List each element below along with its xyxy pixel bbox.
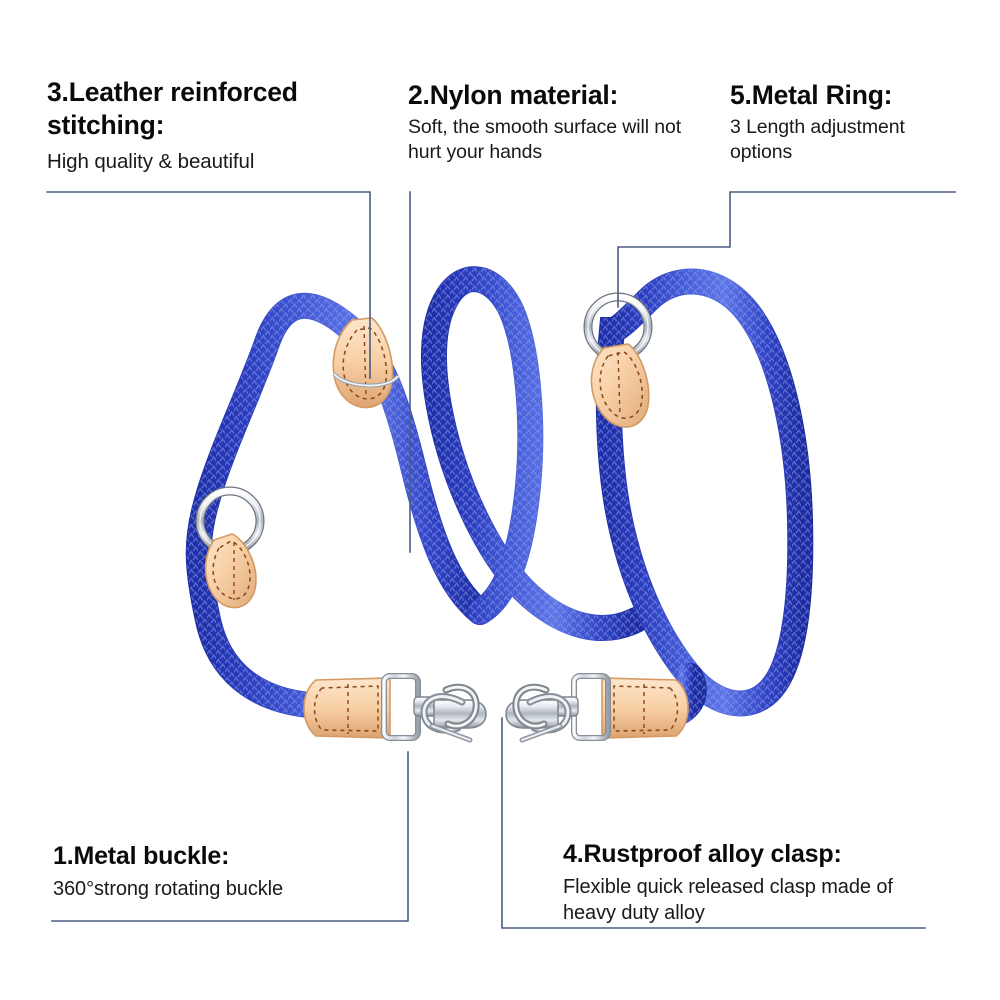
callout-4-body: Flexible quick released clasp made of he… — [563, 876, 893, 924]
callout-leather-stitching: 3.Leather reinforced stitching: High qua… — [47, 76, 377, 175]
callout-2-body: Soft, the smooth surface will not hurt y… — [408, 116, 682, 163]
callout-1-title: 1.Metal buckle: — [53, 842, 230, 870]
callout-5-body: 3 Length adjustment options — [730, 116, 905, 163]
leather-sleeve-top-right — [590, 343, 650, 428]
callout-metal-ring: 5.Metal Ring: 3 Length adjustment option… — [730, 79, 965, 165]
callout-3-title: 3.Leather reinforced stitching: — [47, 77, 298, 140]
callout-alloy-clasp: 4.Rustproof alloy clasp: Flexible quick … — [563, 838, 943, 926]
callout-1-body: 360°strong rotating buckle — [53, 878, 283, 900]
clasp-right — [505, 673, 689, 743]
callout-3-body: High quality & beautiful — [47, 150, 255, 173]
callout-metal-buckle: 1.Metal buckle: 360°strong rotating buck… — [53, 840, 383, 902]
callout-nylon-material: 2.Nylon material: Soft, the smooth surfa… — [408, 79, 688, 165]
leather-sleeve-upper-left — [332, 317, 400, 409]
rope-assembly — [185, 266, 814, 731]
callout-4-title: 4.Rustproof alloy clasp: — [563, 840, 842, 868]
rope-strand-center — [421, 266, 649, 641]
clasp-left — [303, 673, 487, 743]
callout-2-title: 2.Nylon material: — [408, 80, 619, 110]
callout-5-title: 5.Metal Ring: — [730, 80, 893, 110]
leather-sleeve-left — [204, 533, 257, 609]
